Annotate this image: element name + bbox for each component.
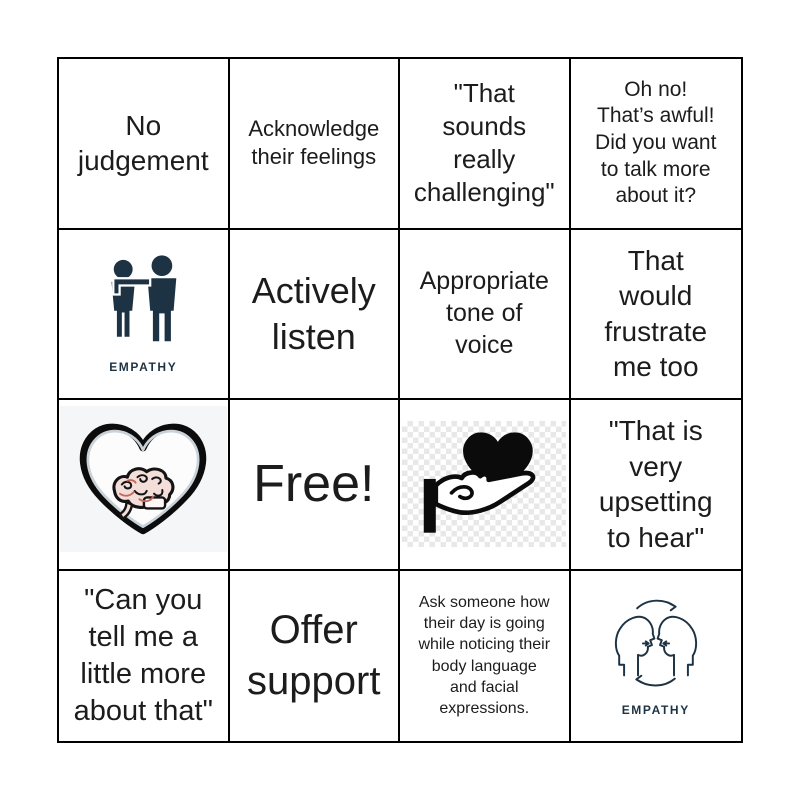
cell-sounds-challenging[interactable]: "That sounds really challenging" (400, 59, 571, 230)
cell-text: "That is very upsetting to hear" (598, 415, 713, 553)
cell-actively-listen[interactable]: Actively listen (229, 229, 400, 400)
cell-acknowledge-feelings[interactable]: Acknowledge their feelings (229, 59, 400, 230)
cell-text: Offer support (247, 607, 381, 703)
cell-text: Oh no! That’s awful! Did you want to tal… (595, 77, 717, 208)
bingo-board: No judgement Acknowledge their feelings … (57, 57, 743, 743)
cell-text: Actively listen (251, 270, 376, 357)
cell-hand-heart-image[interactable] (400, 400, 571, 571)
cell-oh-no-awful[interactable]: Oh no! That’s awful! Did you want to tal… (570, 59, 741, 230)
cell-text: "That sounds really challenging" (413, 78, 555, 208)
cell-empathy-faces-image[interactable]: EMPATHY (571, 571, 742, 742)
hand-heart-icon (402, 421, 567, 548)
cell-no-judgement[interactable]: No judgement (59, 59, 230, 230)
cell-free-space[interactable]: Free! (229, 400, 400, 571)
cell-text: Ask someone how their day is going while… (418, 593, 551, 718)
cell-text: "Can you tell me a little more about tha… (73, 584, 213, 727)
cell-heart-brain-image[interactable] (59, 400, 230, 571)
cell-ask-someone-day[interactable]: Ask someone how their day is going while… (400, 570, 571, 741)
cell-offer-support[interactable]: Offer support (230, 570, 400, 741)
empathy-people-icon (88, 254, 198, 344)
cell-text: Free! (253, 455, 375, 514)
cell-would-frustrate[interactable]: That would frustrate me too (570, 230, 741, 400)
cell-text: Acknowledge their feelings (248, 116, 380, 170)
cell-text: No judgement (77, 109, 209, 177)
empathy-caption: EMPATHY (109, 359, 178, 374)
cell-text: Appropriate tone of voice (419, 267, 549, 359)
cell-tell-me-more[interactable]: "Can you tell me a little more about tha… (59, 570, 230, 741)
empathy-faces-icon (602, 595, 710, 687)
cell-empathy-people-image[interactable]: EMPATHY (59, 229, 230, 400)
cell-text: That would frustrate me too (604, 244, 708, 383)
cell-appropriate-tone[interactable]: Appropriate tone of voice (400, 229, 571, 400)
cell-upsetting-to-hear[interactable]: "That is very upsetting to hear" (570, 400, 741, 571)
heart-brain-icon (60, 406, 227, 552)
empathy-caption: EMPATHY (621, 702, 690, 717)
